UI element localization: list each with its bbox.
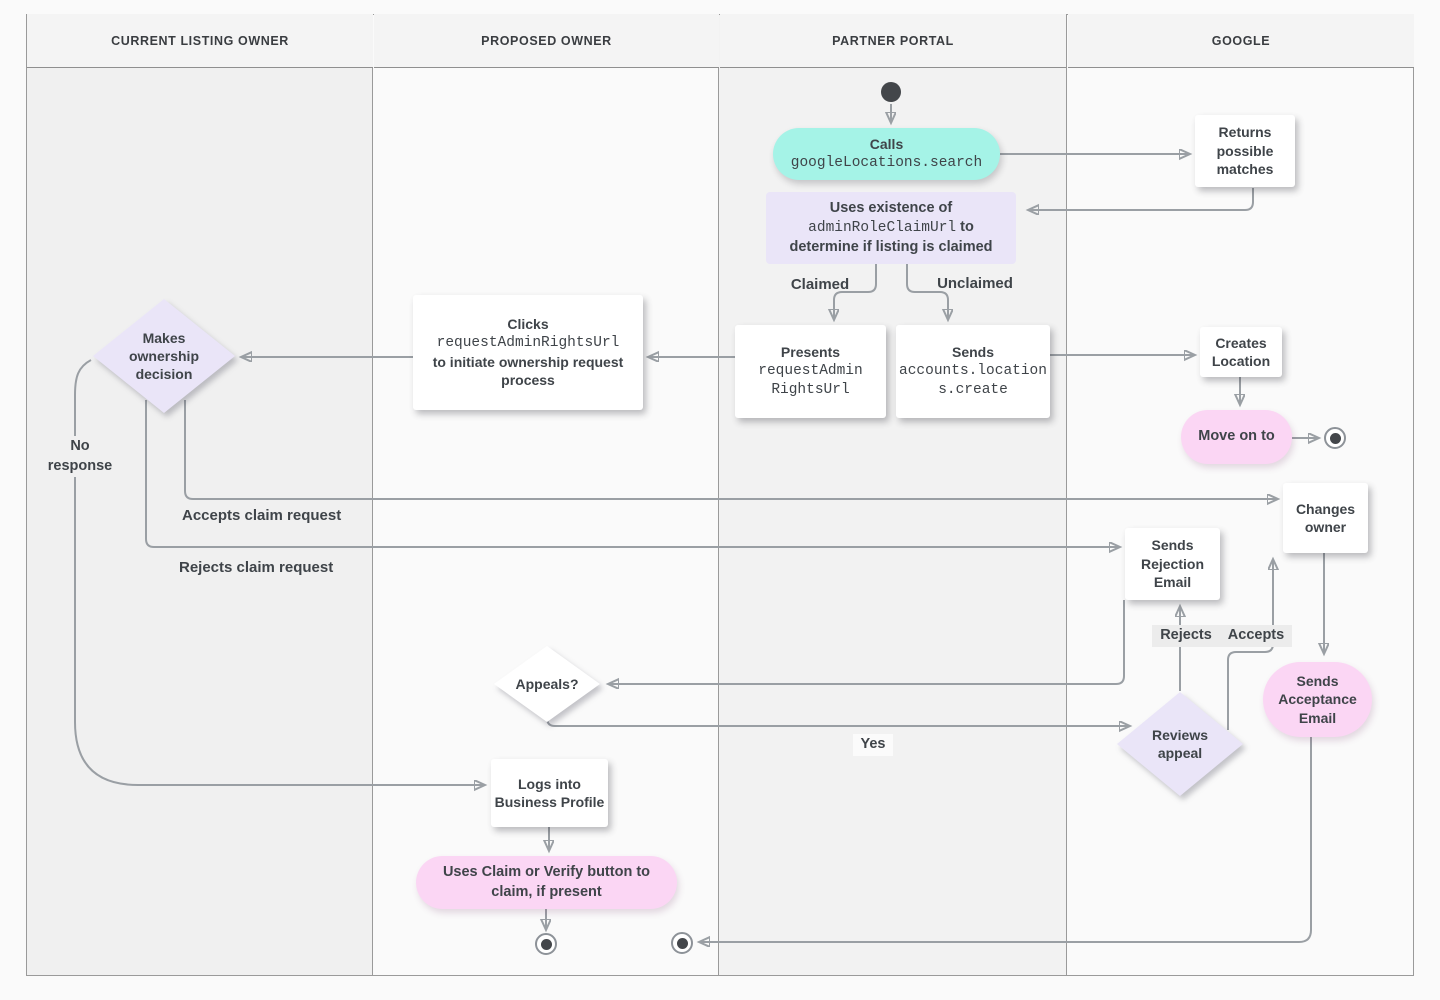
- end-node-dot: [676, 937, 688, 949]
- end-node-claim-flow: [535, 933, 557, 955]
- node-pre: Clicks: [507, 316, 549, 333]
- makes-ownership-decision-diamond: Makes ownership decision: [93, 299, 235, 413]
- node-title: Presents: [780, 344, 841, 361]
- uses-existence-note: Uses existence of adminRoleClaimUrl to d…: [766, 192, 1016, 264]
- node-text: Presents requestAdminRightsUrl: [756, 343, 865, 400]
- lane-header-google: GOOGLE: [1068, 14, 1414, 68]
- lane-current-listing-owner: [26, 14, 373, 976]
- creates-location-node: Creates Location: [1200, 327, 1282, 377]
- edge-accepts-to-changesowner: [184, 400, 1276, 499]
- edge-label-accepts: Accepts: [1220, 625, 1292, 647]
- lane-header-label: PROPOSED OWNER: [481, 33, 612, 48]
- edge-uses-claimed-to-presents: [834, 264, 877, 318]
- edge-label-rejects-claim-request: Rejects claim request: [179, 559, 334, 576]
- sends-accounts-locations-create-node: Sends accounts.locations.create: [896, 325, 1050, 418]
- lane-header-label: CURRENT LISTING OWNER: [111, 33, 289, 48]
- end-node-dot: [1329, 432, 1341, 444]
- reviews-appeal-diamond: Reviews appeal: [1117, 692, 1243, 796]
- node-code: requestAdminRightsUrl: [758, 362, 863, 398]
- move-on-to-node: Move on to: [1181, 410, 1292, 464]
- node-code: accounts.locations.create: [899, 362, 1047, 398]
- uses-claim-or-verify-node: Uses Claim or Verify button to claim, if…: [416, 856, 677, 909]
- lane-header-label: GOOGLE: [1211, 33, 1271, 48]
- node-text: Sends Rejection Email: [1140, 537, 1204, 591]
- node-text: Sends Acceptance Email: [1278, 672, 1357, 726]
- edge-label-claimed: Claimed: [790, 276, 850, 293]
- node-title: Sends: [951, 344, 994, 361]
- diamond-label: Makes ownership decision: [128, 329, 199, 383]
- note-post: to determine if listing is claimed: [789, 218, 993, 256]
- node-text: Changes owner: [1295, 500, 1356, 535]
- lane-header-label: PARTNER PORTAL: [832, 33, 954, 48]
- node-text: Uses Claim or Verify button to claim, if…: [442, 864, 651, 900]
- edge-label-no-response: No response: [36, 436, 124, 478]
- note-pre: Uses existence of: [829, 199, 953, 216]
- returns-possible-matches-node: Returns possible matches: [1195, 115, 1295, 187]
- edge-label-accepts-claim-request: Accepts claim request: [182, 507, 342, 524]
- sends-rejection-email-node: Sends Rejection Email: [1125, 528, 1220, 600]
- appeals-diamond: Appeals?: [494, 646, 600, 722]
- node-text: Logs into Business Profile: [494, 775, 605, 810]
- edge-noresponse-to-logsin: [74, 359, 483, 785]
- clicks-requestadminrightsurl-node: Clicks requestAdminRightsUrl to initiate…: [413, 295, 643, 410]
- edge-label-rejects: Rejects: [1152, 625, 1220, 647]
- edge-rejectionemail-to-appeals: [610, 600, 1125, 684]
- diamond-label: Appeals?: [515, 675, 579, 692]
- edge-reviews-accepts-up: [1227, 561, 1273, 730]
- diamond-shape-wrap: [1117, 692, 1243, 796]
- lane-header-current-listing-owner: CURRENT LISTING OWNER: [27, 14, 373, 68]
- edge-label-yes: Yes: [853, 734, 893, 756]
- diamond-label: Reviews appeal: [1151, 726, 1209, 761]
- presents-requestadminrightsurl-node: Presents requestAdminRightsUrl: [735, 325, 886, 418]
- node-text: Creates Location: [1211, 334, 1271, 369]
- node-code: googleLocations.search: [790, 154, 983, 171]
- sends-acceptance-email-node: Sends Acceptance Email: [1263, 662, 1372, 737]
- lane-header-proposed-owner: PROPOSED OWNER: [374, 14, 719, 68]
- lane-header-partner-portal: PARTNER PORTAL: [720, 14, 1066, 68]
- node-text: Uses existence of adminRoleClaimUrl to d…: [776, 199, 1006, 257]
- frame-bottom-border: [26, 975, 1414, 976]
- edge-rejects-to-rejectionemail: [145, 400, 1118, 547]
- node-text: Clicks requestAdminRightsUrl to initiate…: [423, 315, 633, 390]
- diamond-shape-wrap: [93, 299, 235, 413]
- start-node: [881, 82, 901, 102]
- edge-label-unclaimed: Unclaimed: [937, 275, 1013, 292]
- node-post: to initiate ownership request process: [432, 353, 624, 389]
- edge-appeals-yes-to-reviews: [546, 717, 1128, 726]
- diamond-shape-wrap: [494, 646, 600, 722]
- node-text: Move on to: [1198, 428, 1275, 445]
- edge-returns-to-uses: [1030, 188, 1254, 210]
- node-text: Returns possible matches: [1216, 124, 1274, 178]
- changes-owner-node: Changes owner: [1283, 483, 1368, 553]
- end-node-acceptance-flow: [671, 932, 693, 954]
- edge-acceptance-to-end: [701, 737, 1312, 942]
- node-title: Calls: [869, 136, 904, 153]
- node-text: Sends accounts.locations.create: [892, 343, 1054, 400]
- calls-googlelocations-search-node: Calls googleLocations.search: [773, 128, 1000, 180]
- node-code: requestAdminRightsUrl: [436, 334, 620, 351]
- edge-uses-unclaimed-to-sendscreate: [906, 264, 948, 318]
- note-code: adminRoleClaimUrl: [808, 219, 957, 236]
- end-node-create-flow: [1324, 427, 1346, 449]
- end-node-dot: [540, 938, 552, 950]
- node-text: Calls googleLocations.search: [791, 135, 982, 173]
- logs-into-business-profile-node: Logs into Business Profile: [491, 759, 608, 827]
